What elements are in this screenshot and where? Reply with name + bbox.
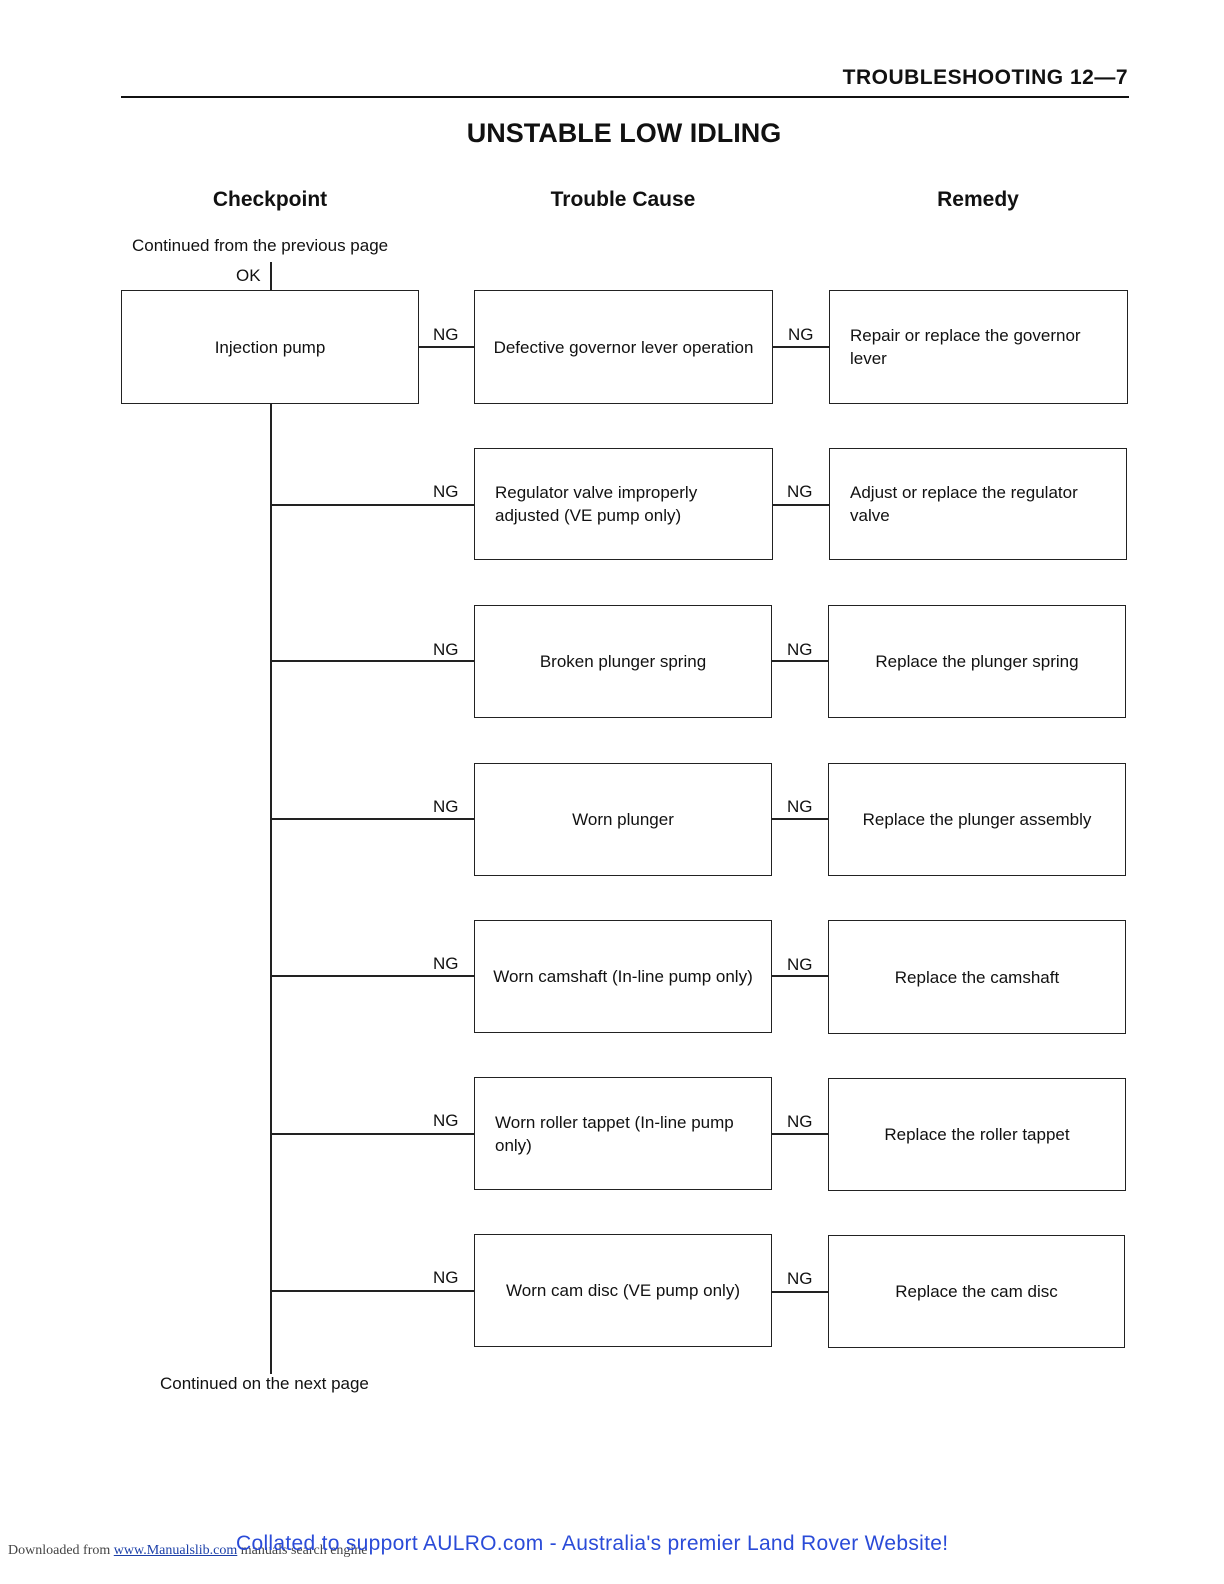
column-heading-remedy: Remedy [937, 188, 1019, 211]
trunk-connector [270, 402, 272, 1374]
ng-label: NG [787, 955, 813, 974]
continued-to-note: Continued on the next page [160, 1374, 369, 1393]
ng-label: NG [787, 1112, 813, 1131]
remedy-connector [772, 346, 829, 348]
cause-box: Worn cam disc (VE pump only) [474, 1234, 772, 1347]
branch-connector [270, 1290, 474, 1292]
column-heading-checkpoint: Checkpoint [212, 188, 328, 211]
download-credit: Downloaded from www.Manualslib.com manua… [8, 1543, 368, 1559]
ng-label: NG [433, 640, 459, 659]
remedy-connector [772, 504, 829, 506]
cause-box: Worn plunger [474, 763, 772, 876]
ng-label: NG [787, 482, 813, 501]
entry-ok-label: OK [236, 266, 261, 285]
branch-connector [270, 1133, 474, 1135]
remedy-connector [771, 660, 828, 662]
remedy-box: Replace the roller tappet [828, 1078, 1126, 1191]
remedy-connector [771, 818, 828, 820]
cause-box: Worn camshaft (In-line pump only) [474, 920, 772, 1033]
ng-label: NG [787, 1269, 813, 1288]
branch-connector [270, 504, 474, 506]
branch-connector [270, 660, 474, 662]
branch-connector [418, 346, 474, 348]
cause-box: Broken plunger spring [474, 605, 772, 718]
collated-notice: Collated to support AULRO.com - Australi… [236, 1532, 949, 1555]
branch-connector [270, 818, 474, 820]
remedy-box: Replace the plunger assembly [828, 763, 1126, 876]
ng-label: NG [433, 1111, 459, 1130]
ng-label: NG [433, 797, 459, 816]
ng-label: NG [788, 325, 814, 344]
remedy-box: Adjust or replace the regulator valve [829, 448, 1127, 560]
checkpoint-box-injection-pump: Injection pump [121, 290, 419, 404]
ng-label: NG [787, 797, 813, 816]
page-section-header: TROUBLESHOOTING 12—7 [842, 66, 1128, 89]
continued-from-note: Continued from the previous page [132, 236, 389, 255]
remedy-connector [771, 1133, 828, 1135]
ng-label: NG [433, 954, 459, 973]
remedy-connector [771, 975, 828, 977]
cause-box: Worn roller tappet (In-line pump only) [474, 1077, 772, 1190]
remedy-box: Replace the camshaft [828, 920, 1126, 1034]
ng-label: NG [433, 482, 459, 501]
manualslib-link[interactable]: www.Manualslib.com [113, 1543, 238, 1558]
remedy-connector [771, 1291, 828, 1293]
column-heading-trouble-cause: Trouble Cause [550, 188, 696, 211]
download-prefix: Downloaded from [8, 1543, 111, 1558]
remedy-box: Replace the plunger spring [828, 605, 1126, 718]
cause-box: Defective governor lever operation [474, 290, 773, 404]
ng-label: NG [433, 325, 459, 344]
remedy-box: Repair or replace the governor lever [829, 290, 1128, 404]
page-title: UNSTABLE LOW IDLING [466, 118, 782, 148]
header-divider [121, 96, 1129, 98]
download-suffix: manuals search engine [240, 1543, 368, 1558]
ng-label: NG [433, 1268, 459, 1287]
cause-box: Regulator valve improperly adjusted (VE … [474, 448, 773, 560]
branch-connector [270, 975, 474, 977]
entry-connector [270, 262, 272, 291]
remedy-box: Replace the cam disc [828, 1235, 1125, 1348]
ng-label: NG [787, 640, 813, 659]
